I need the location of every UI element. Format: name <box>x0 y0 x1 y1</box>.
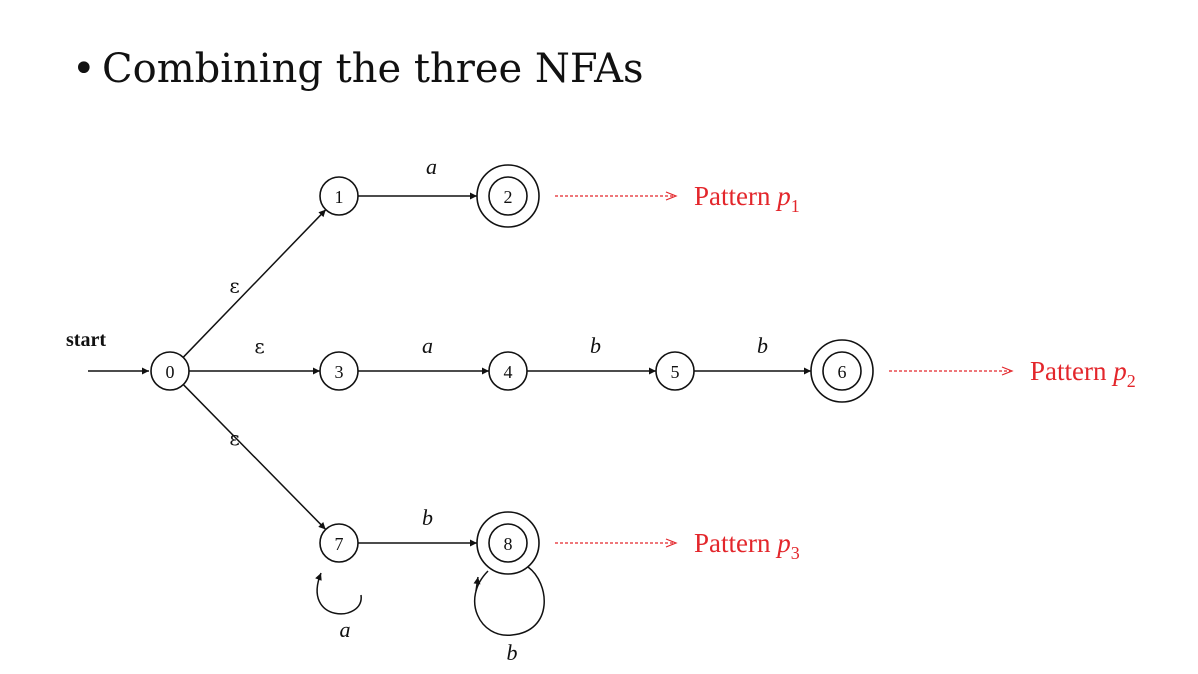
self-loop-8 <box>474 566 545 636</box>
state-1-label: 1 <box>335 187 344 207</box>
state-1: 1 <box>319 176 359 216</box>
state-3: 3 <box>319 351 359 391</box>
state-4: 4 <box>488 351 528 391</box>
state-2: 2 <box>476 164 540 228</box>
state-7-label: 7 <box>335 534 344 554</box>
state-5-circle <box>655 351 695 391</box>
state-1-circle <box>319 176 359 216</box>
state-4-label: 4 <box>504 362 513 382</box>
patterns-layer: Pattern p1 Pattern p2 Pattern p3 <box>555 181 1136 563</box>
state-8-circle <box>488 523 528 563</box>
slide-title: •Combining the three NFAs <box>72 46 644 92</box>
edge-label-3-4: a <box>422 333 433 358</box>
state-2-label: 2 <box>504 187 513 207</box>
edges-layer: ε ε ε a a b b b a b <box>182 154 811 665</box>
pattern-p2-arrowhead <box>1001 366 1014 376</box>
pattern-p3-label: Pattern p3 <box>694 528 800 563</box>
state-6: 6 <box>810 339 874 403</box>
state-6-circle <box>822 351 862 391</box>
edge-label-1-2: a <box>426 154 437 179</box>
edge-0-7 <box>182 384 327 530</box>
pattern-p3: Pattern p3 <box>555 528 800 563</box>
pattern-p2-label: Pattern p2 <box>1030 356 1136 391</box>
state-5: 5 <box>655 351 695 391</box>
edge-label-7-7: a <box>340 617 351 642</box>
state-5-label: 5 <box>671 362 680 382</box>
title-text: Combining the three NFAs <box>102 46 644 92</box>
state-3-circle <box>319 351 359 391</box>
state-2-circle <box>488 176 528 216</box>
edge-label-8-8: b <box>507 640 518 665</box>
start-label: start <box>66 329 106 351</box>
state-0-circle <box>150 351 190 391</box>
pattern-p1: Pattern p1 <box>555 181 800 216</box>
edge-label-0-3: ε <box>254 334 264 358</box>
state-8: 8 <box>476 511 540 575</box>
state-0-label: 0 <box>166 362 175 382</box>
pattern-p3-arrowhead <box>665 538 678 548</box>
edge-label-0-1: ε <box>229 274 239 298</box>
state-6-label: 6 <box>838 362 847 382</box>
self-loop-arrowhead-8 <box>473 576 481 592</box>
state-3-label: 3 <box>335 362 344 382</box>
state-7-circle <box>319 523 359 563</box>
nodes-layer: 0 1 2 3 4 5 6 7 8 <box>150 164 874 575</box>
state-4-circle <box>488 351 528 391</box>
edge-label-5-6: b <box>757 333 768 358</box>
state-8-label: 8 <box>504 534 513 554</box>
pattern-p2: Pattern p2 <box>889 356 1136 391</box>
state-7: 7 <box>319 523 359 563</box>
edge-label-0-7: ε <box>229 426 239 450</box>
bullet-dot: • <box>72 46 96 92</box>
edge-0-1 <box>182 209 327 358</box>
edge-label-7-8: b <box>422 505 433 530</box>
state-0: 0 <box>150 351 190 391</box>
self-loop-7 <box>315 572 362 615</box>
pattern-p1-label: Pattern p1 <box>694 181 800 216</box>
pattern-p1-arrowhead <box>665 191 678 201</box>
edge-label-4-5: b <box>590 333 601 358</box>
